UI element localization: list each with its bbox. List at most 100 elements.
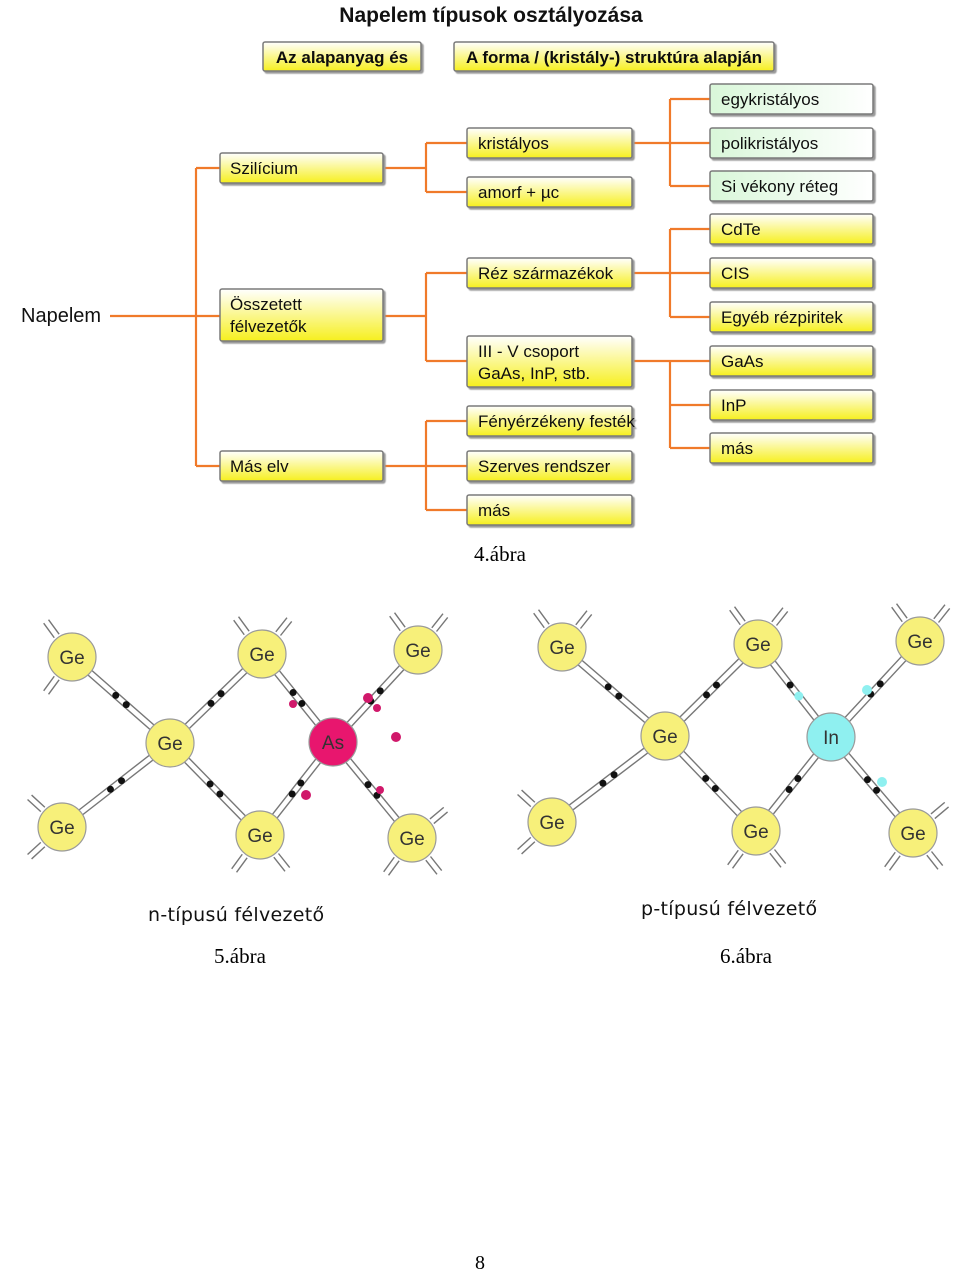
bond-electron — [711, 785, 719, 793]
box-szilicium: Szilícium — [219, 152, 384, 184]
free-electron — [289, 700, 297, 708]
box-egyeb-rezpiritek: Egyéb rézpiritek — [709, 301, 874, 333]
electrons — [599, 680, 887, 794]
bond-electron — [217, 690, 225, 698]
header-label-structure: A forma / (kristály-) struktúra alapján — [466, 48, 762, 67]
ge-atom — [237, 629, 287, 679]
box-cis: CIS — [709, 257, 874, 289]
bond-electron — [297, 779, 305, 787]
bond-electron — [712, 681, 720, 689]
bond-electron — [364, 781, 372, 789]
box-fenyerzekeny-festek: Fényérzékeny festék — [466, 405, 635, 437]
bond-electron — [863, 776, 871, 784]
bond-electron — [122, 701, 130, 709]
box-gaas-label: GaAs — [721, 352, 764, 371]
box-mas-level3: más — [709, 432, 874, 464]
box-si-vekony-reteg: Si vékony réteg — [709, 170, 874, 202]
box-si-vekony-label: Si vékony réteg — [721, 177, 838, 196]
box-amorf-label: amorf + µc — [478, 183, 560, 202]
ge-atom-label: Ge — [549, 638, 574, 659]
ge-atom — [37, 802, 87, 852]
box-mas-elv: Más elv — [219, 450, 384, 482]
box-cdte-label: CdTe — [721, 220, 761, 239]
box-egykristalyos: egykristályos — [709, 83, 874, 115]
dopant-atom — [308, 717, 358, 767]
ge-atom-label: Ge — [539, 813, 564, 834]
bond-electron — [112, 691, 120, 699]
figure5-caption: 5.ábra — [214, 944, 266, 968]
ge-atom — [731, 806, 781, 856]
connector-lines — [110, 97, 710, 512]
ge-atom-label: Ge — [399, 829, 424, 850]
ge-atom-label: Ge — [743, 822, 768, 843]
ge-atom — [387, 813, 437, 863]
free-electron — [376, 786, 384, 794]
dopant-atom — [806, 712, 856, 762]
header-label-material: Az alapanyag és — [276, 48, 408, 67]
box-polikristalyos: polikristályos — [709, 127, 874, 159]
box-egykristalyos-label: egykristályos — [721, 90, 819, 109]
bond-electron — [703, 691, 711, 699]
box-gaas: GaAs — [709, 345, 874, 377]
bond-electron — [786, 681, 794, 689]
bond-electron — [785, 785, 793, 793]
bond-electron — [288, 790, 296, 798]
bond-electron — [298, 699, 306, 707]
box-szerves-rendszer: Szerves rendszer — [466, 450, 633, 482]
free-electron — [363, 693, 373, 703]
box-rez-label: Réz származékok — [478, 264, 614, 283]
box-rez-szarmazekok: Réz származékok — [466, 257, 633, 289]
root-label: Napelem — [21, 305, 101, 327]
bond-electron — [604, 683, 612, 691]
box-cis-label: CIS — [721, 264, 749, 283]
box-cdte: CdTe — [709, 213, 874, 245]
hole — [862, 685, 872, 695]
bond-electron — [289, 689, 297, 697]
box-mas-level2-label: más — [478, 501, 510, 520]
bond-electron — [599, 779, 607, 787]
bond-electron — [610, 771, 618, 779]
ge-atom — [393, 625, 443, 675]
diagram-title: Napelem típusok osztályozása — [339, 4, 643, 27]
electrons — [106, 687, 401, 800]
box-amorf: amorf + µc — [466, 176, 633, 208]
ge-atom — [235, 810, 285, 860]
box-inp: InP — [709, 389, 874, 421]
ge-atom — [895, 616, 945, 666]
box-mas-level3-label: más — [721, 439, 753, 458]
ge-atom-label: Ge — [745, 635, 770, 656]
bond-electron — [207, 699, 215, 707]
ge-atom-label: Ge — [247, 826, 272, 847]
bond-electron — [702, 774, 710, 782]
dopant-atom-label: In — [823, 728, 839, 749]
ge-atom-label: Ge — [652, 727, 677, 748]
figure4-caption: 4.ábra — [474, 542, 526, 566]
header-box-material: Az alapanyag és — [262, 41, 422, 72]
ge-atom-label: Ge — [59, 648, 84, 669]
bond-electron — [206, 780, 214, 788]
hole — [794, 691, 804, 701]
ge-atom-label: Ge — [405, 641, 430, 662]
box-rezpiritek-label: Egyéb rézpiritek — [721, 308, 843, 327]
box-mas-elv-label: Más elv — [230, 457, 289, 476]
dopant-atom-label: As — [322, 733, 344, 754]
bond-electron — [106, 785, 114, 793]
ge-atom-label: Ge — [249, 645, 274, 666]
box-szerves-label: Szerves rendszer — [478, 457, 611, 476]
ge-atom — [888, 808, 938, 858]
box-inp-label: InP — [721, 396, 747, 415]
ge-atom — [145, 718, 195, 768]
box-osszetett-label: Összetett — [230, 295, 302, 314]
ge-atom-label: Ge — [157, 734, 182, 755]
box-gaas-inp-label: GaAs, InP, stb. — [478, 364, 590, 383]
free-electron — [373, 704, 381, 712]
ge-atom-label: Ge — [49, 818, 74, 839]
free-electron — [301, 790, 311, 800]
bond-electron — [118, 777, 126, 785]
box-kristalyos-label: kristályos — [478, 134, 549, 153]
bond-electron — [216, 790, 224, 798]
